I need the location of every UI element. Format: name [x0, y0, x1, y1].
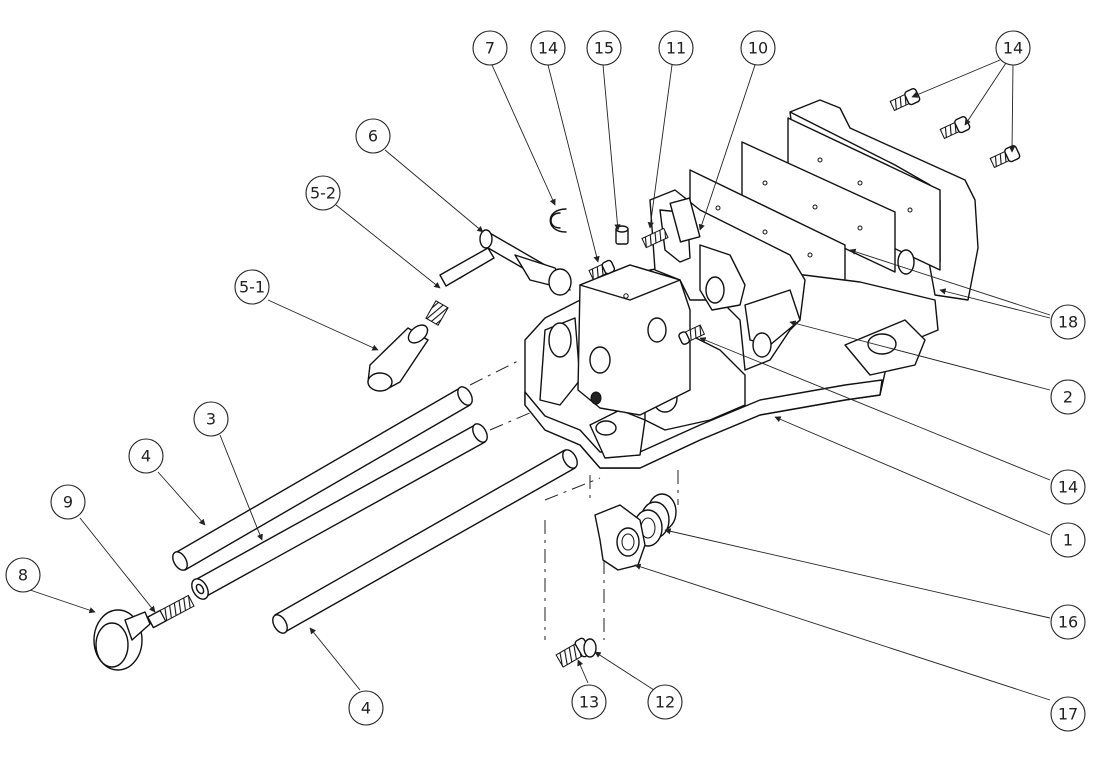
svg-text:9: 9 — [63, 493, 73, 512]
callout-15: 15 — [586, 30, 622, 66]
nut-housing — [577, 264, 691, 416]
callout-17: 17 — [1050, 696, 1086, 732]
svg-text:17: 17 — [1058, 705, 1078, 724]
rod-lead-screw — [191, 423, 488, 600]
callout-4-upper: 4 — [128, 438, 164, 474]
svg-text:5-1: 5-1 — [239, 278, 265, 297]
callout-8: 8 — [5, 557, 41, 593]
callout-2: 2 — [1050, 379, 1086, 415]
svg-text:18: 18 — [1058, 313, 1078, 332]
callout-14-top-left: 14 — [530, 30, 566, 66]
callout-6: 6 — [355, 118, 391, 154]
svg-text:1: 1 — [1063, 531, 1073, 550]
callout-13: 13 — [571, 684, 607, 720]
callout-5-1: 5-1 — [234, 269, 270, 305]
spring — [633, 493, 677, 547]
handwheel — [93, 609, 151, 671]
callout-16: 16 — [1050, 604, 1086, 640]
rod-upper — [172, 386, 473, 571]
svg-text:13: 13 — [579, 693, 599, 712]
spring-and-cam — [594, 493, 677, 571]
callout-18: 18 — [1050, 304, 1086, 340]
callout-3: 3 — [193, 401, 229, 437]
callout-14-top-right: 14 — [995, 30, 1031, 66]
svg-text:4: 4 — [361, 699, 371, 718]
svg-text:14: 14 — [1003, 39, 1023, 58]
movable-jaw — [649, 189, 806, 371]
svg-text:15: 15 — [594, 39, 614, 58]
callout-10: 10 — [740, 30, 776, 66]
leader-lines — [29, 59, 1051, 701]
callout-5-2: 5-2 — [305, 175, 341, 211]
svg-text:14: 14 — [538, 39, 558, 58]
callout-9: 9 — [50, 484, 86, 520]
bolt-washer — [555, 637, 597, 668]
svg-text:12: 12 — [655, 693, 675, 712]
callout-14-right: 14 — [1050, 469, 1086, 505]
svg-text:7: 7 — [485, 39, 495, 58]
rear-jaw-assembly — [689, 99, 979, 301]
svg-text:11: 11 — [666, 39, 686, 58]
svg-text:2: 2 — [1063, 388, 1073, 407]
svg-text:14: 14 — [1058, 478, 1078, 497]
svg-text:10: 10 — [748, 39, 768, 58]
callout-12: 12 — [647, 684, 683, 720]
handle-knob — [367, 324, 429, 392]
cap-screws-top — [889, 88, 1021, 169]
callout-4-lower: 4 — [348, 690, 384, 726]
threaded-stud — [147, 594, 195, 629]
svg-text:4: 4 — [141, 447, 151, 466]
svg-text:5-2: 5-2 — [310, 184, 336, 203]
callout-7: 7 — [472, 30, 508, 66]
svg-text:8: 8 — [18, 566, 28, 585]
callout-1: 1 — [1050, 522, 1086, 558]
rod-lower — [272, 449, 578, 634]
crank-handle — [425, 229, 572, 326]
svg-text:3: 3 — [206, 410, 216, 429]
svg-text:16: 16 — [1058, 613, 1078, 632]
guide-rods — [172, 386, 578, 634]
eccentric-cam — [594, 504, 646, 571]
callout-11: 11 — [658, 30, 694, 66]
svg-text:6: 6 — [368, 127, 378, 146]
